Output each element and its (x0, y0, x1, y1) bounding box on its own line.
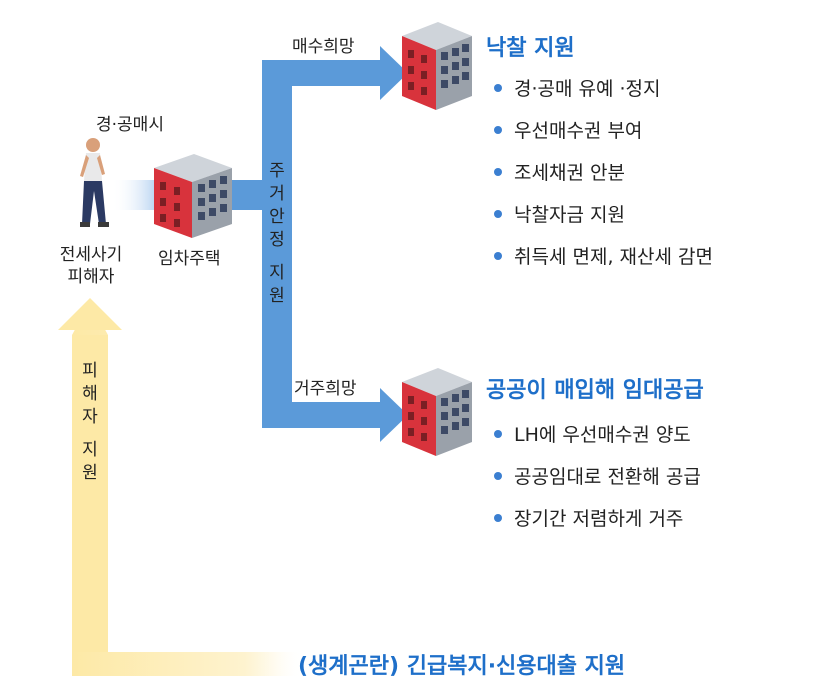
rental-house-label: 임차주택 (158, 249, 221, 269)
list-item: LH에 우선매수권 양도 (494, 420, 701, 462)
list-item: 장기간 저렴하게 거주 (494, 504, 701, 546)
list-item: 공공임대로 전환해 공급 (494, 462, 701, 504)
list-item-text: 경·공매 유예 ·정지 (514, 78, 661, 100)
residence-wish-label: 거주희망 (294, 379, 357, 399)
branch-top-shaft (292, 60, 384, 86)
victim-support-char: 피 (82, 361, 98, 381)
bid-support-title: 낙찰 지원 (486, 36, 575, 61)
list-item-text: 낙찰자금 지원 (514, 204, 625, 226)
branch-bottom-arrowhead (380, 388, 408, 442)
bullet-icon (494, 471, 502, 480)
emergency-welfare-text: (생계곤란) 긴급복지·신용대출 지원 (298, 654, 626, 679)
housing-support-char: 정 (269, 230, 285, 250)
victim-support-char: 지 (82, 440, 98, 460)
housing-support-char: 주 (269, 161, 285, 181)
purchase-wish-label: 매수희망 (292, 37, 355, 57)
housing-support-char: 지 (269, 263, 285, 283)
list-item: 조세채권 안분 (494, 158, 713, 200)
victim-label: 전세사기 피해자 (46, 244, 136, 288)
bullet-icon (494, 83, 502, 92)
branch-vertical-bar (262, 60, 292, 428)
list-item: 우선매수권 부여 (494, 116, 713, 158)
victim-support-arrow-head (58, 298, 122, 330)
victim-support-char: 원 (82, 463, 98, 483)
public-supply-list: LH에 우선매수권 양도 공공임대로 전환해 공급 장기간 저렴하게 거주 (494, 420, 701, 546)
list-item-text: 우선매수권 부여 (514, 120, 643, 142)
victim-label-line-1: 전세사기 (59, 245, 123, 265)
victim-support-char (72, 429, 108, 439)
bullet-icon (494, 167, 502, 176)
housing-support-char (262, 252, 292, 262)
list-item: 경·공매 유예 ·정지 (494, 74, 713, 116)
list-item-text: 조세채권 안분 (514, 162, 625, 184)
victim-label-line-2: 피해자 (67, 267, 115, 287)
bid-support-list: 경·공매 유예 ·정지 우선매수권 부여 조세채권 안분 낙찰자금 지원 취득세… (494, 74, 713, 284)
victim-to-house-link (112, 180, 156, 210)
bid-building-icon (402, 22, 472, 110)
list-item-text: 취득세 면제, 재산세 감면 (514, 246, 713, 268)
housing-support-char: 거 (269, 184, 285, 204)
bullet-icon (494, 209, 502, 218)
branch-top-arrowhead (380, 46, 408, 100)
victim-support-char: 자 (82, 407, 98, 427)
public-building-icon (402, 368, 472, 456)
bullet-icon (494, 251, 502, 260)
victim-support-vertical-label: 피 해 자 지 원 (72, 360, 108, 485)
list-item-text: LH에 우선매수권 양도 (514, 424, 691, 446)
public-supply-title: 공공이 매입해 임대공급 (486, 378, 704, 403)
list-item-text: 장기간 저렴하게 거주 (514, 508, 684, 530)
housing-support-char: 원 (269, 286, 285, 306)
housing-support-vertical-label: 주 거 안 정 지 원 (262, 160, 292, 308)
list-item: 낙찰자금 지원 (494, 200, 713, 242)
auction-time-label: 경·공매시 (96, 115, 164, 135)
bullet-icon (494, 125, 502, 134)
victim-person-icon (80, 138, 109, 227)
victim-support-char: 해 (82, 384, 98, 404)
housing-support-char: 안 (269, 207, 285, 227)
bullet-icon (494, 513, 502, 522)
branch-bottom-shaft (292, 402, 384, 428)
list-item-text: 공공임대로 전환해 공급 (514, 466, 701, 488)
rental-house-building-icon (154, 154, 232, 238)
list-item: 취득세 면제, 재산세 감면 (494, 242, 713, 284)
victim-support-arrow-base (72, 652, 302, 676)
house-to-branch-link (232, 180, 264, 210)
victim-support-arrow-shaft (72, 335, 108, 675)
bullet-icon (494, 429, 502, 438)
